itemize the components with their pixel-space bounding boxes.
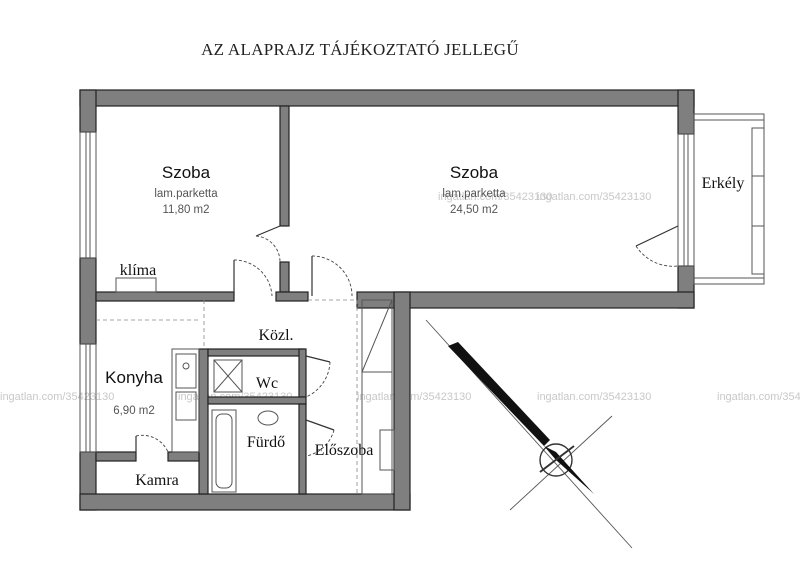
pantry-label: Kamra <box>135 472 179 489</box>
openings <box>96 299 358 494</box>
watermark-text: ingatlan.com/35423130 <box>537 191 651 203</box>
plan-title: AZ ALAPRAJZ TÁJÉKOZTATÓ JELLEGŰ <box>201 40 519 59</box>
room-labels: Szoba lam.parketta 11,80 m2 Szoba lam.pa… <box>105 163 744 489</box>
north-arrow-icon <box>425 319 633 549</box>
watermark-text: ingatlan.com/35423130 <box>438 191 552 203</box>
hall-label: Előszoba <box>315 442 374 459</box>
watermark-text: ingatlan.com/35423130 <box>357 391 471 403</box>
watermark-text: ingatlan.com/35423130 <box>537 391 651 403</box>
room2-area: 24,50 m2 <box>450 204 498 216</box>
walls <box>79 89 695 511</box>
kitchen-name: Konyha <box>105 368 163 387</box>
bathroom-label: Fürdő <box>247 434 285 451</box>
room1-floor: lam.parketta <box>154 188 218 200</box>
watermark-text: ingatlan.com/35423130 <box>0 391 114 403</box>
balcony <box>693 113 765 285</box>
doors <box>135 225 679 457</box>
watermark-text: ingatlan.com/35423130 <box>717 391 800 403</box>
corridor-label: Közl. <box>258 327 293 344</box>
wc-label: Wc <box>256 375 278 392</box>
room1-area: 11,80 m2 <box>162 204 209 216</box>
kitchen-area: 6,90 m2 <box>113 405 155 417</box>
room2-floor: lam.parketta <box>442 188 506 200</box>
room2-name: Szoba <box>450 163 499 182</box>
room1-name: Szoba <box>162 163 211 182</box>
ac-label: klíma <box>120 262 156 279</box>
fixtures <box>115 277 395 495</box>
balcony-label: Erkély <box>702 175 745 192</box>
